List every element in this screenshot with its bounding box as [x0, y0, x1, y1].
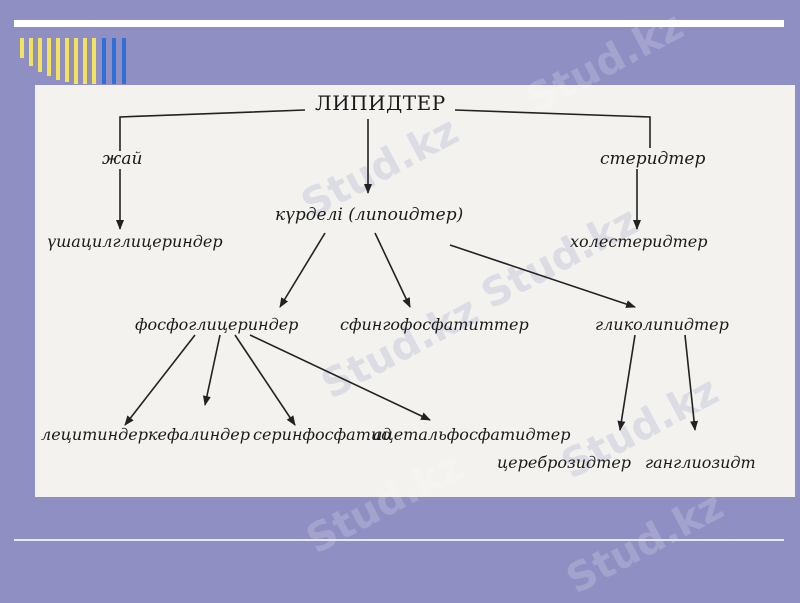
arrow-complex-glycolipids — [449, 244, 636, 308]
arrow-phospho-lecithins — [124, 334, 196, 426]
arrow-complex-phosphoglycerides — [279, 232, 326, 308]
cerebrosides-label: цереброзидтер — [497, 453, 632, 472]
diagram-panel: Stud.kz Stud.kz Stud.kz Stud.kz ЛИПИ — [35, 85, 795, 497]
acetalphosphatides-label: ацетальфосфатидтер — [373, 425, 571, 444]
arrow-complex-sphingo — [374, 232, 411, 308]
steroids-label: стеридтер — [600, 149, 706, 169]
link-root-steroids — [454, 109, 651, 148]
watermark: Stud.kz — [559, 482, 731, 603]
bottom-divider-line — [14, 539, 784, 541]
serinphosphatide-label: серинфосфатид — [253, 425, 392, 444]
glycolipids-label: гликолипидтер — [595, 315, 729, 334]
diagram-arrows — [116, 109, 699, 431]
arrow-phospho-cephalins — [202, 334, 221, 406]
top-divider-line — [14, 20, 784, 27]
lecithins-label: лецитиндер — [41, 425, 148, 444]
complex-lipids-label: күрделі (липоидтер) — [275, 205, 464, 225]
arrow-glyco-cerebrosides — [617, 334, 636, 431]
link-root-simple — [119, 109, 306, 151]
lipids-root-label: ЛИПИДТЕР — [315, 91, 446, 115]
cholesterides-label: холестеридтер — [570, 232, 708, 251]
decorative-stripes — [20, 38, 130, 88]
sphingophosphatides-label: сфингофосфатиттер — [340, 315, 529, 334]
cephalins-label: кефалиндер — [148, 425, 250, 444]
arrow-phospho-acetal — [249, 334, 431, 421]
phosphoglycerides-label: фосфоглицериндер — [135, 315, 299, 334]
arrow-glyco-gangliosides — [684, 334, 699, 431]
simple-lipids-label: жай — [102, 149, 143, 169]
triglycerides-label: үшацилглицериндер — [47, 232, 223, 251]
gangliosides-label: ганглиозидт — [645, 453, 756, 472]
arrow-phospho-serin — [234, 334, 296, 426]
